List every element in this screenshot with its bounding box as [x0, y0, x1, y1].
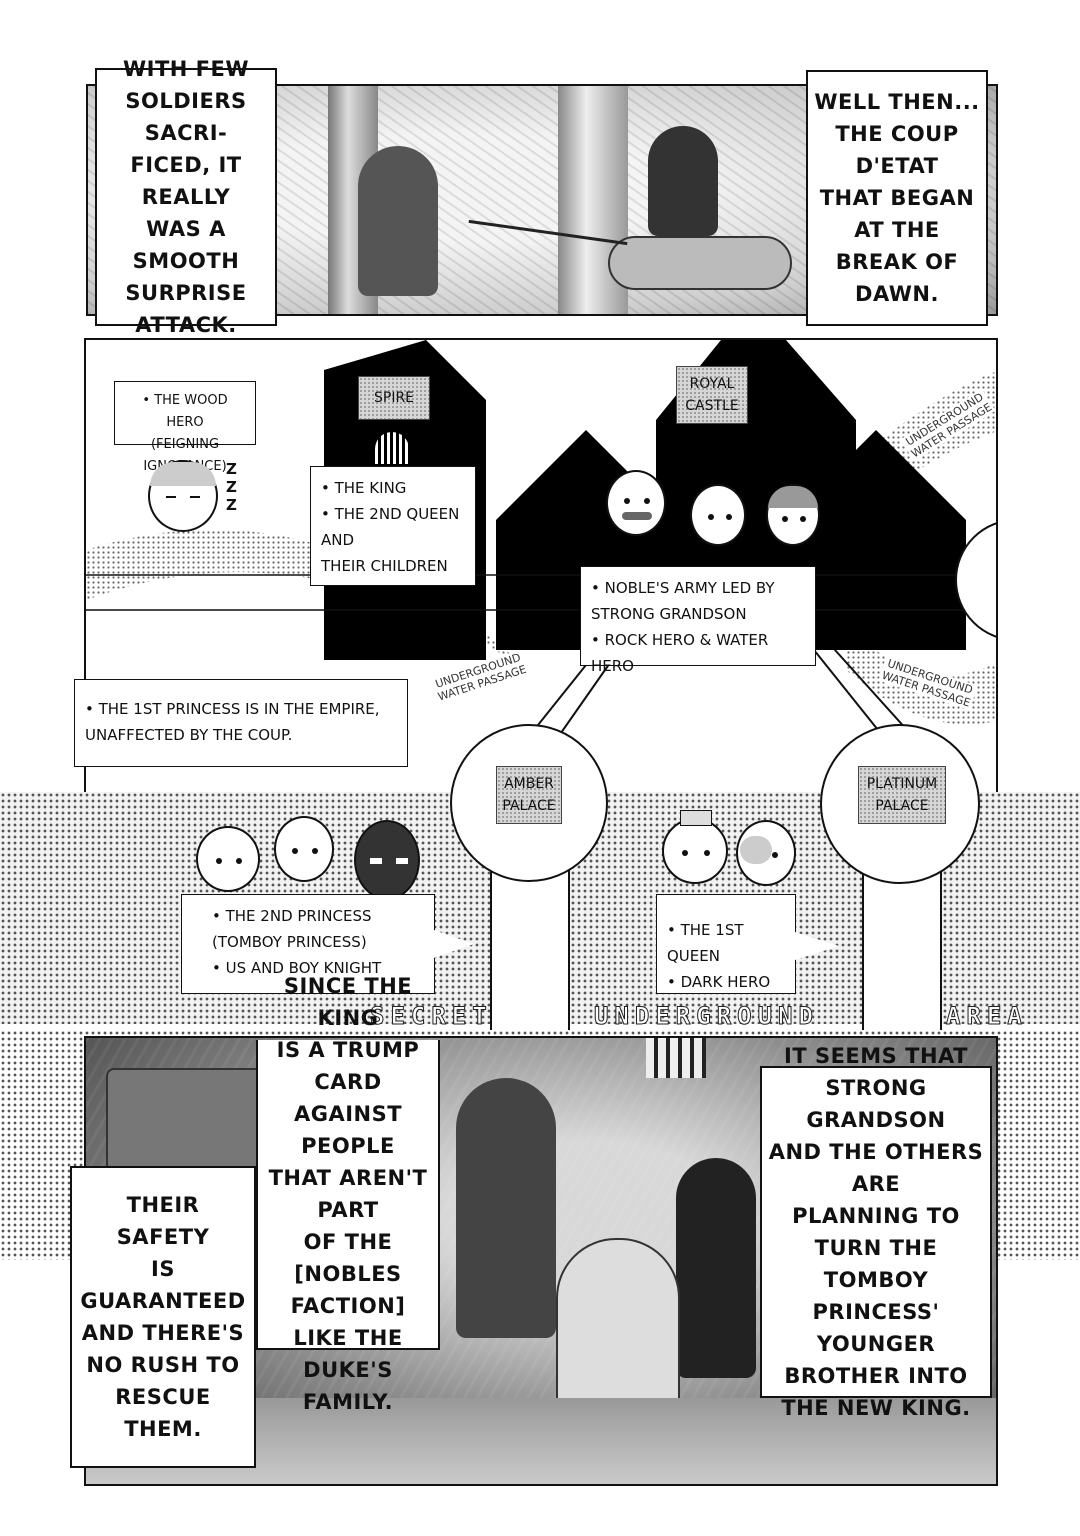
caption-trump-card: SINCE THE KING IS A TRUMP CARD AGAINST P…: [256, 974, 440, 1414]
castle-right-wing: [786, 430, 966, 650]
window-art: [646, 1038, 706, 1078]
noble-face-1: [606, 470, 666, 536]
first-queen-face: [662, 810, 728, 884]
dark-hero-face: [736, 820, 796, 886]
note-first-queen: • THE 1ST QUEEN • DARK HERO: [656, 894, 796, 994]
monster-companion-face: [354, 820, 420, 900]
queen-figure: [676, 1158, 756, 1378]
caption-coup-detat: WELL THEN... THE COUP D'ETAT THAT BEGAN …: [806, 70, 988, 326]
label-underground: UNDERGROUND: [594, 1002, 819, 1031]
label-spire: SPIRE: [358, 376, 430, 420]
noble-face-3: [766, 484, 820, 546]
connector-right: [805, 639, 887, 741]
tomboy-princess-face: [196, 826, 260, 892]
note-first-princess: • THE 1ST PRINCESS IS IN THE EMPIRE, UNA…: [74, 679, 408, 767]
boy-knight-face: [274, 816, 334, 882]
label-secret: SECRET: [370, 1002, 493, 1031]
note-second-princess: • THE 2ND PRINCESS (TOMBOY PRINCESS) • U…: [181, 894, 435, 994]
noble-face-2: [690, 484, 746, 546]
sleep-z: Z Z Z: [226, 460, 237, 514]
caption-grandson-plan: IT SEEMS THAT STRONG GRANDSON AND THE OT…: [760, 1044, 992, 1420]
bed-art: [106, 1068, 270, 1172]
king-figure: [456, 1078, 556, 1338]
note-second-princess-tail: [434, 930, 474, 958]
connector-right-2: [825, 639, 917, 741]
label-royal-castle: ROYAL CASTLE: [676, 366, 748, 424]
wood-hero-face: [148, 460, 218, 532]
caption-safety: THEIR SAFETY IS GUARANTEED AND THERE'S N…: [70, 1166, 256, 1468]
note-king: • THE KING • THE 2ND QUEEN AND THEIR CHI…: [310, 466, 476, 586]
label-area: AREA: [946, 1002, 1028, 1031]
note-wood-hero: • THE WOOD HERO (FEIGNING IGNORANCE): [114, 381, 256, 474]
figure-kneeling: [648, 126, 718, 236]
note-first-queen-tail: [795, 932, 839, 960]
spire-window: [375, 432, 409, 464]
passage-arc-left: [86, 529, 526, 670]
label-amber-palace: AMBER PALACE: [496, 766, 562, 824]
note-nobles: • NOBLE'S ARMY LED BY STRONG GRANDSON • …: [580, 566, 816, 675]
caption-surprise-attack: WITH FEW SOLDIERS SACRI- FICED, IT REALL…: [95, 57, 277, 337]
right-edge-circle: [955, 522, 996, 638]
figure-fallen: [608, 236, 792, 290]
figure-sitting: [358, 146, 438, 296]
label-platinum-palace: PLATINUM PALACE: [858, 766, 946, 824]
